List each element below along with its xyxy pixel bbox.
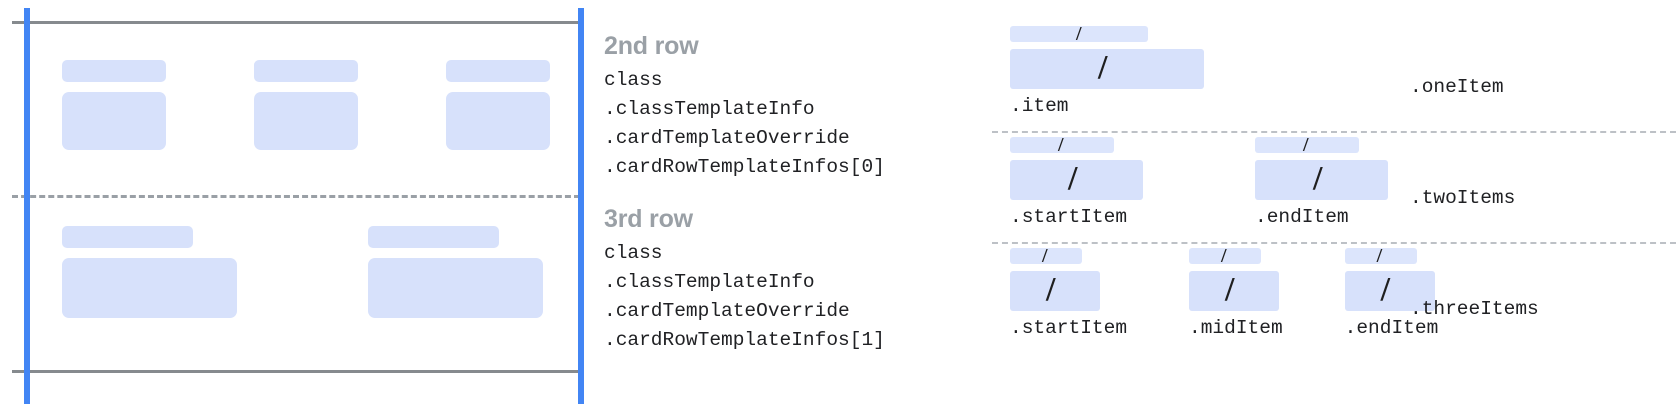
right-margin-guide: [578, 8, 584, 404]
item-slot-caption: .startItem: [1010, 206, 1128, 228]
card-label-placeholder: [368, 226, 499, 248]
slash-icon: /: [1225, 271, 1235, 308]
annotation-title: 2nd row: [604, 32, 699, 60]
example-divider: [992, 131, 1676, 133]
card-value-placeholder: [254, 92, 358, 150]
item-label-placeholder: /: [1010, 248, 1082, 264]
item-slot: / / .item: [1010, 26, 1204, 117]
item-value-placeholder: /: [1255, 160, 1388, 200]
row-divider-dashed: [12, 195, 580, 198]
card-label-placeholder: [446, 60, 550, 82]
item-slot: / / .startItem: [1010, 137, 1143, 228]
annotation-block-3rd-row: 3rd row class .classTemplateInfo .cardTe…: [604, 203, 885, 355]
item-slot-caption: .startItem: [1010, 317, 1128, 339]
example-two-items: / / .startItem / / .endItem: [988, 137, 1676, 241]
bottom-boundary-rule: [12, 370, 580, 373]
example-label: .threeItems: [1410, 298, 1539, 320]
item-value-placeholder: /: [1344, 271, 1435, 311]
slash-icon: /: [1380, 271, 1391, 308]
preview-card: [62, 60, 166, 150]
item-slot-caption: .endItem: [1255, 206, 1349, 228]
example-divider: [992, 242, 1676, 244]
item-label-placeholder: /: [1189, 248, 1262, 264]
preview-card: [62, 226, 237, 318]
preview-card: [368, 226, 543, 318]
slash-icon: /: [1098, 49, 1108, 86]
example-label: .twoItems: [1410, 187, 1516, 209]
annotation-code-path: class .classTemplateInfo .cardTemplateOv…: [604, 242, 885, 351]
item-slot: / / .endItem: [1344, 248, 1439, 339]
left-margin-guide: [24, 8, 30, 404]
example-three-items: / / .startItem / / .midItem: [988, 248, 1676, 360]
annotation-code-path: class .classTemplateInfo .cardTemplateOv…: [604, 69, 885, 178]
annotation-title: 3rd row: [604, 205, 693, 233]
slash-icon: /: [1058, 137, 1064, 153]
slash-icon: /: [1068, 160, 1078, 197]
card-label-placeholder: [62, 226, 193, 248]
preview-row-2: [0, 226, 592, 318]
preview-card: [446, 60, 550, 150]
slash-icon: /: [1042, 248, 1048, 264]
item-value-placeholder: /: [1010, 271, 1100, 311]
slash-icon: /: [1313, 160, 1323, 197]
annotation-block-2nd-row: 2nd row class .classTemplateInfo .cardTe…: [604, 30, 885, 182]
item-value-placeholder: /: [1010, 160, 1143, 200]
card-value-placeholder: [62, 258, 237, 318]
item-value-placeholder: /: [1189, 271, 1280, 311]
preview-row-1: [0, 60, 592, 150]
item-label-placeholder: /: [1255, 137, 1359, 153]
card-value-placeholder: [446, 92, 550, 150]
item-slot: / / .endItem: [1255, 137, 1388, 228]
example-one-item: / / .item .oneItem: [988, 26, 1676, 130]
item-slot: / / .startItem: [1010, 248, 1127, 339]
preview-card: [254, 60, 358, 150]
slash-icon: /: [1303, 137, 1309, 153]
item-slot-caption: .item: [1010, 95, 1069, 117]
top-boundary-rule: [12, 21, 580, 24]
card-label-placeholder: [254, 60, 358, 82]
item-layout-legend: / / .item .oneItem / /: [988, 0, 1676, 412]
item-label-placeholder: /: [1344, 248, 1417, 264]
card-value-placeholder: [62, 92, 166, 150]
item-slot: / / .midItem: [1189, 248, 1283, 339]
item-value-placeholder: /: [1010, 49, 1204, 89]
card-label-placeholder: [62, 60, 166, 82]
item-label-placeholder: /: [1010, 137, 1114, 153]
slash-icon: /: [1376, 248, 1383, 264]
slash-icon: /: [1076, 26, 1082, 42]
item-slot-caption: .endItem: [1344, 317, 1439, 339]
slash-icon: /: [1046, 271, 1056, 308]
slash-icon: /: [1221, 248, 1227, 264]
card-layout-preview: [0, 0, 592, 412]
example-label: .oneItem: [1410, 76, 1504, 98]
item-label-placeholder: /: [1010, 26, 1148, 42]
card-value-placeholder: [368, 258, 543, 318]
item-slot-caption: .midItem: [1189, 317, 1283, 339]
